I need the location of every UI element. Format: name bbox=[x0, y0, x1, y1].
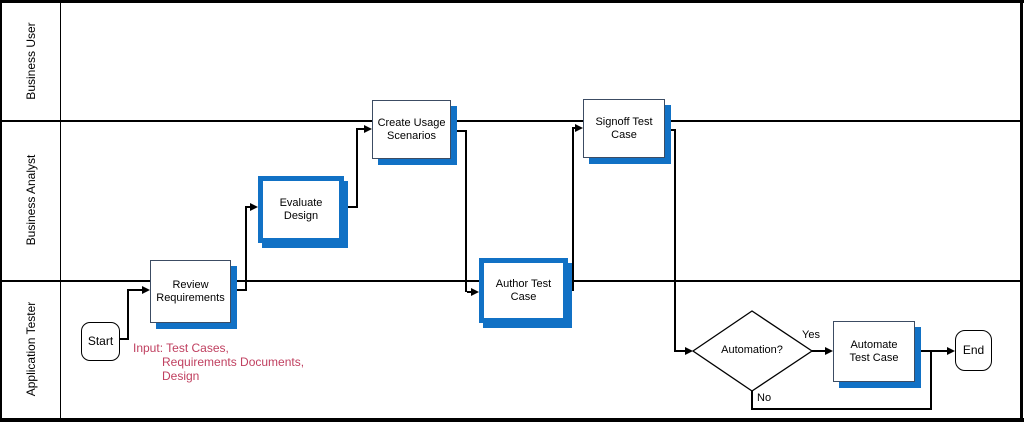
connector-segment bbox=[465, 130, 467, 292]
connector-segment bbox=[119, 338, 129, 340]
node-evaluate-design: Evaluate Design bbox=[258, 176, 344, 243]
connector-arrowhead bbox=[685, 347, 693, 355]
connector-segment bbox=[930, 351, 932, 410]
decision-diamond-shape bbox=[692, 310, 814, 392]
lane-label-application-tester: Application Tester bbox=[24, 301, 38, 397]
node-automation-decision-label: Automation? bbox=[721, 344, 783, 356]
connector-segment bbox=[231, 289, 246, 291]
connector-segment bbox=[569, 289, 574, 291]
node-start: Start bbox=[81, 322, 120, 361]
connector-arrowhead bbox=[471, 288, 479, 296]
connector-segment bbox=[455, 130, 467, 132]
node-evaluate-design-label: Evaluate Design bbox=[279, 196, 323, 222]
edge-label-yes: Yes bbox=[802, 329, 820, 341]
connector-segment bbox=[751, 408, 932, 410]
lane-divider-1 bbox=[2, 120, 1020, 122]
frame-border-right bbox=[1020, 0, 1023, 422]
node-create-usage-scenarios: Create Usage Scenarios bbox=[372, 100, 451, 159]
connector-segment bbox=[358, 128, 365, 130]
connector-segment bbox=[674, 129, 676, 352]
connector-segment bbox=[129, 289, 142, 291]
connector-segment bbox=[344, 206, 357, 208]
node-automate-test-case: Automate Test Case bbox=[833, 321, 915, 382]
connector-segment bbox=[751, 389, 753, 410]
node-signoff-test-case-label: Signoff Test Case bbox=[595, 115, 653, 141]
frame-border-left bbox=[0, 0, 2, 422]
node-author-test-case-label: Author Test Case bbox=[495, 277, 552, 303]
connector-arrowhead bbox=[142, 286, 150, 294]
frame-border-top bbox=[0, 0, 1024, 3]
node-review-requirements: Review Requirements bbox=[150, 260, 231, 323]
connector-segment bbox=[665, 129, 675, 131]
connector-segment bbox=[356, 128, 358, 208]
lane-label-business-user: Business User bbox=[24, 22, 38, 100]
node-automation-decision bbox=[692, 310, 814, 392]
connector-arrowhead bbox=[364, 125, 372, 133]
connector-segment bbox=[572, 127, 574, 291]
connector-segment bbox=[245, 206, 251, 208]
node-end-label: End bbox=[962, 343, 985, 357]
node-automate-test-case-label: Automate Test Case bbox=[849, 338, 899, 364]
connector-arrowhead bbox=[825, 347, 833, 355]
lane-label-business-analyst: Business Analyst bbox=[24, 154, 38, 246]
node-review-requirements-label: Review Requirements bbox=[156, 278, 225, 304]
connector-arrowhead bbox=[947, 347, 955, 355]
connector-segment bbox=[674, 350, 685, 352]
connector-arrowhead bbox=[250, 203, 258, 211]
connector-arrowhead bbox=[575, 124, 583, 132]
connector-segment bbox=[127, 289, 129, 340]
node-end: End bbox=[955, 330, 992, 371]
edge-label-no: No bbox=[757, 392, 772, 404]
connector-segment bbox=[812, 350, 826, 352]
node-signoff-test-case: Signoff Test Case bbox=[583, 99, 665, 158]
node-create-usage-scenarios-label: Create Usage Scenarios bbox=[377, 116, 446, 142]
node-author-test-case: Author Test Case bbox=[479, 258, 568, 323]
input-annotation-line: Input: Test Cases, bbox=[133, 341, 229, 355]
connector-segment bbox=[467, 291, 472, 293]
node-start-label: Start bbox=[87, 334, 114, 348]
input-annotation: Input: Test Cases, Requirements Document… bbox=[133, 341, 304, 383]
connector-segment bbox=[245, 206, 247, 291]
lane-label-column-divider bbox=[60, 3, 61, 418]
input-annotation-line: Design bbox=[162, 369, 200, 383]
frame-border-bottom bbox=[0, 418, 1024, 422]
input-annotation-line: Requirements Documents, bbox=[162, 355, 305, 369]
